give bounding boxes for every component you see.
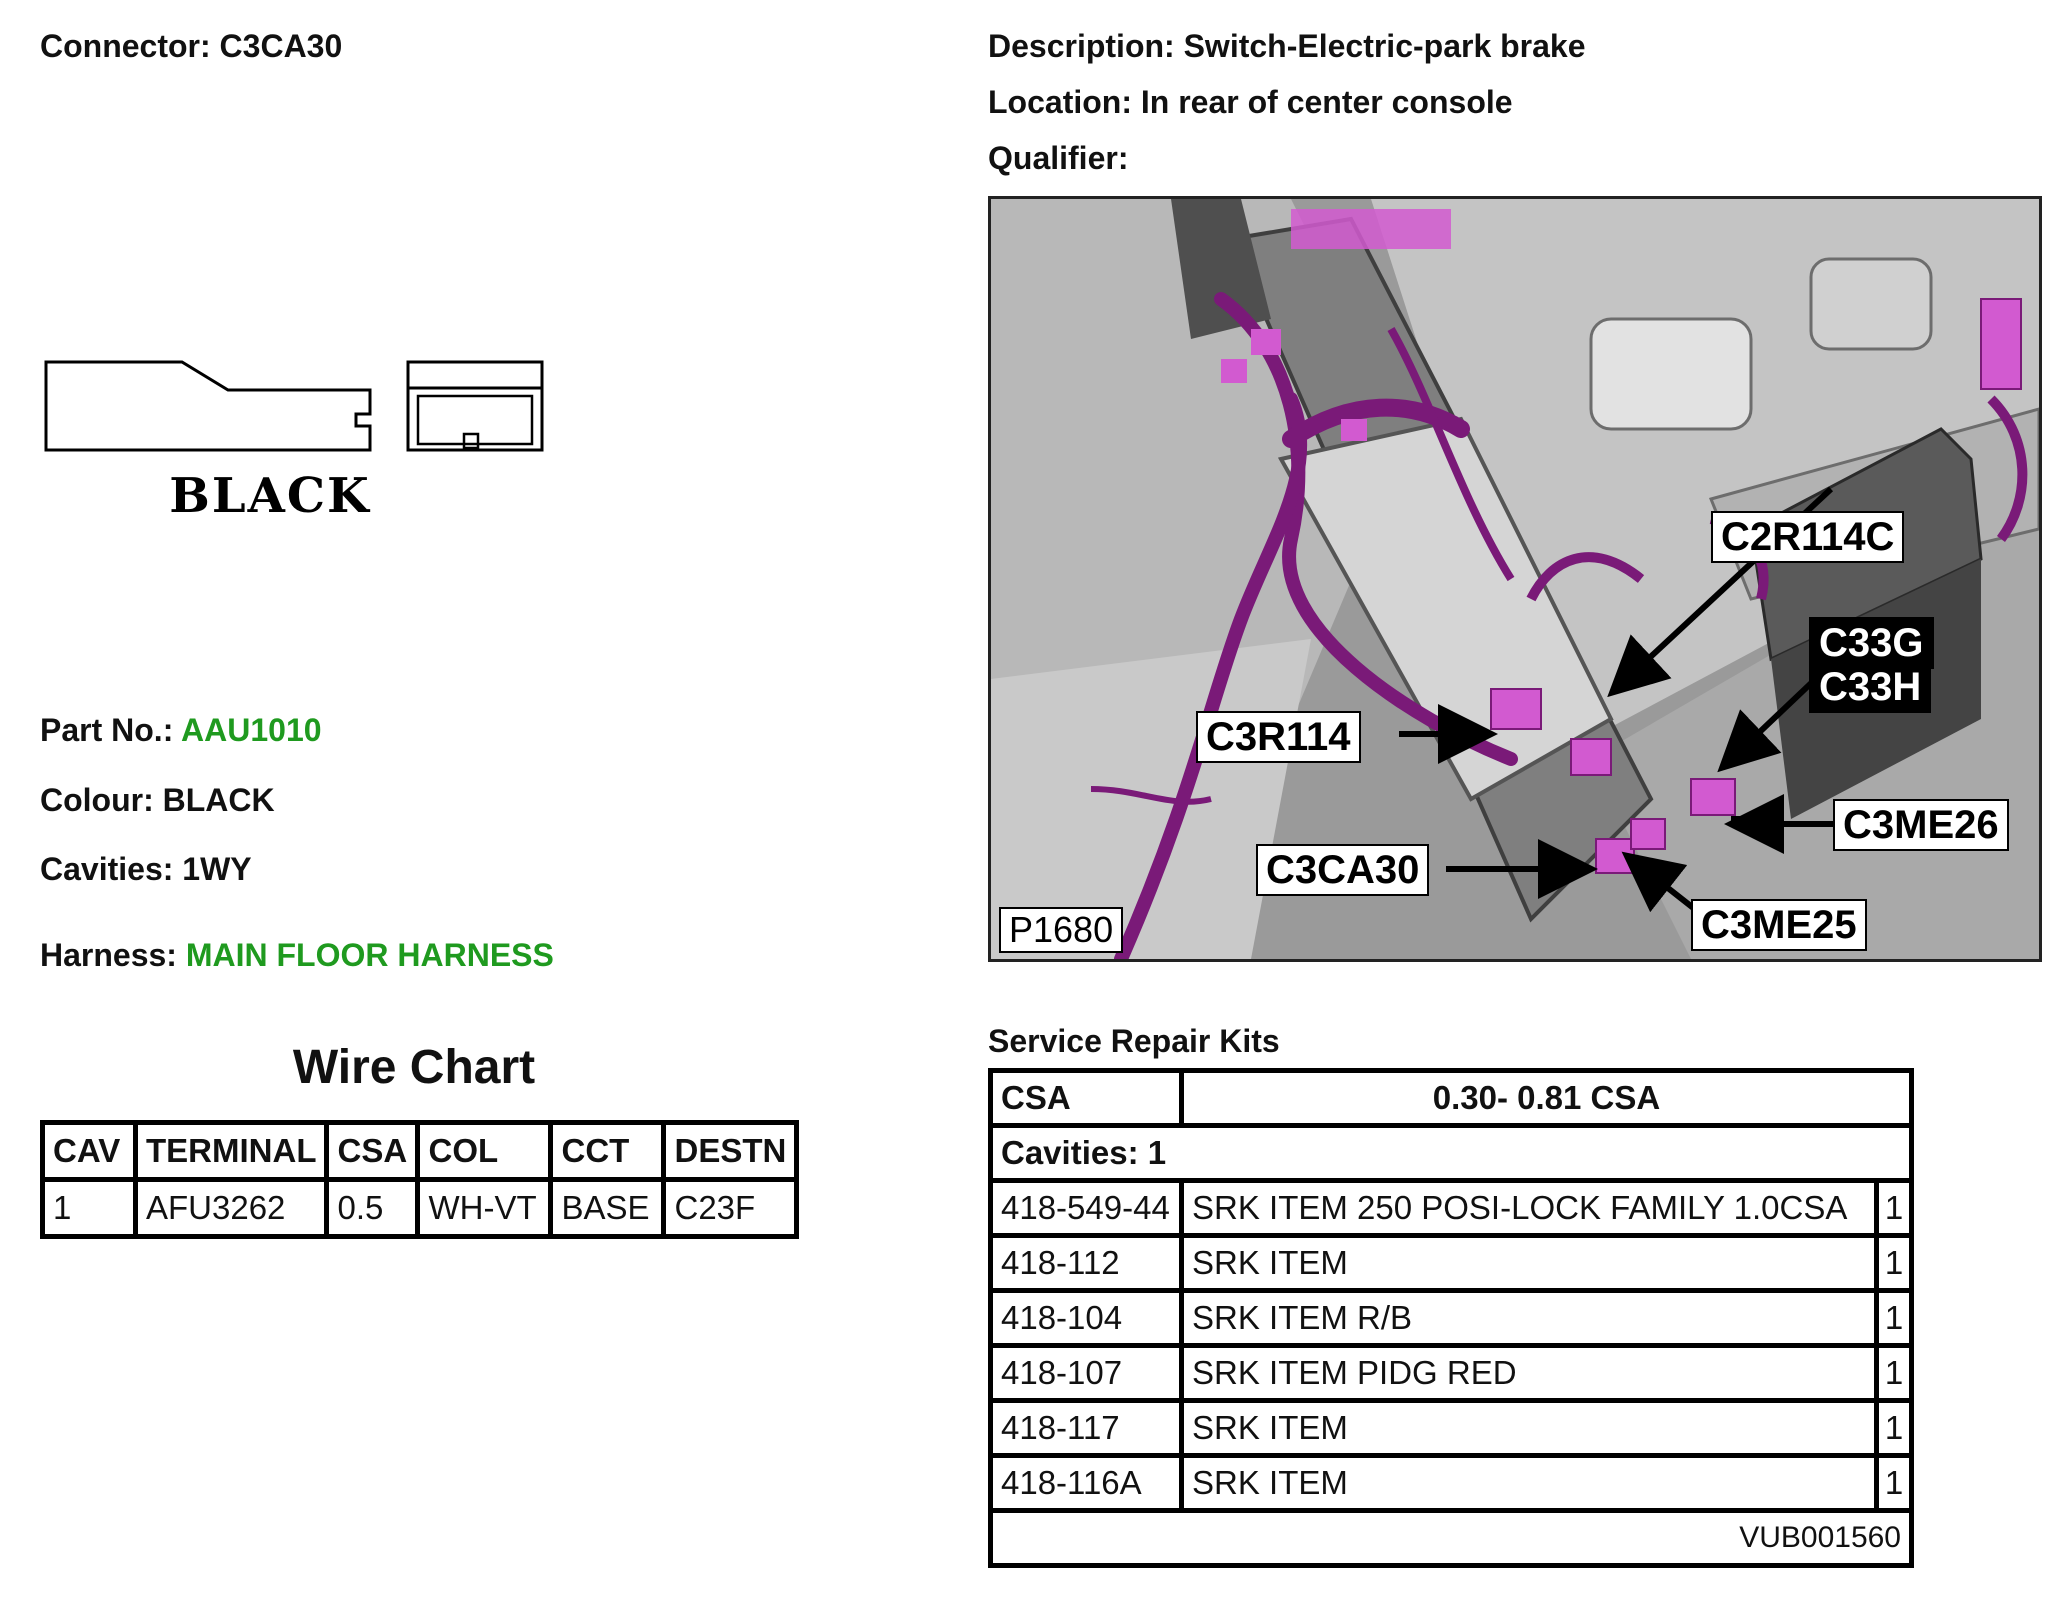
harness-label: Harness: xyxy=(40,937,177,973)
qualifier-label: Qualifier: xyxy=(988,140,1129,176)
callout-c3ca30: C3CA30 xyxy=(1256,844,1430,896)
srk-item: SRK ITEM xyxy=(1179,1233,1879,1293)
srk-qty: 1 xyxy=(1874,1398,1914,1458)
table-row: 418-107 SRK ITEM PIDG RED 1 xyxy=(988,1343,1914,1403)
cavities-row: Cavities: 1WY xyxy=(40,851,252,888)
connector-face-inner xyxy=(416,394,534,446)
srk-item: SRK ITEM xyxy=(1179,1398,1879,1458)
table-row: 418-116A SRK ITEM 1 xyxy=(988,1453,1914,1513)
connector-label: Connector: xyxy=(40,28,211,64)
table-row: 418-549-44 SRK ITEM 250 POSI-LOCK FAMILY… xyxy=(988,1178,1914,1238)
wire-header-csa: CSA xyxy=(324,1120,421,1182)
photo-id: P1680 xyxy=(999,907,1124,953)
srk-item: SRK ITEM 250 POSI-LOCK FAMILY 1.0CSA xyxy=(1179,1178,1879,1238)
connector-drawing: BLACK xyxy=(44,360,544,524)
connector-heading: Connector: C3CA30 xyxy=(40,28,342,65)
wire-header-cct: CCT xyxy=(548,1120,667,1182)
location-label: Location: xyxy=(988,84,1132,120)
cavities-value: 1WY xyxy=(182,851,252,887)
description-value: Switch-Electric-park brake xyxy=(1183,28,1586,64)
srk-qty: 1 xyxy=(1874,1233,1914,1293)
callout-c33g: C33G xyxy=(1809,617,1934,669)
srk-part-number: 418-104 xyxy=(988,1288,1184,1348)
harness-value[interactable]: MAIN FLOOR HARNESS xyxy=(185,937,554,973)
wire-cell-cav: 1 xyxy=(40,1177,138,1239)
callout-c3me25: C3ME25 xyxy=(1691,899,1867,951)
srk-item: SRK ITEM R/B xyxy=(1179,1288,1879,1348)
part-no-row: Part No.: AAU1010 xyxy=(40,712,322,749)
table-row: 418-117 SRK ITEM 1 xyxy=(988,1398,1914,1458)
srk-qty: 1 xyxy=(1874,1343,1914,1403)
srk-qty: 1 xyxy=(1874,1453,1914,1513)
description-row: Description: Switch-Electric-park brake xyxy=(988,28,1586,65)
wire-cell-destn: C23F xyxy=(661,1177,800,1239)
srk-qty: 1 xyxy=(1874,1178,1914,1238)
description-label: Description: xyxy=(988,28,1175,64)
wire-cell-col: WH-VT xyxy=(415,1177,554,1239)
wire-header-terminal: TERMINAL xyxy=(132,1120,330,1182)
connector-key xyxy=(462,432,480,450)
callout-c3r114: C3R114 xyxy=(1196,711,1361,763)
part-no-value[interactable]: AAU1010 xyxy=(181,712,322,748)
srk-csa-row: CSA 0.30- 0.81 CSA xyxy=(988,1068,1914,1128)
srk-footer-code: VUB001560 xyxy=(988,1508,1914,1568)
srk-footer-row: VUB001560 xyxy=(988,1508,1914,1568)
srk-item: SRK ITEM xyxy=(1179,1453,1879,1513)
wire-cell-csa: 0.5 xyxy=(324,1177,421,1239)
drawing-colour-text: BLACK xyxy=(169,468,371,524)
srk-part-number: 418-107 xyxy=(988,1343,1184,1403)
wire-cell-terminal: AFU3262 xyxy=(132,1177,330,1239)
service-repair-kits-title: Service Repair Kits xyxy=(988,1023,1280,1059)
location-photo: C2R114C C33G C33H C3R114 C3ME26 C3CA30 C… xyxy=(988,196,2042,962)
srk-part-number: 418-112 xyxy=(988,1233,1184,1293)
wire-header-col: COL xyxy=(415,1120,554,1182)
srk-cavities: Cavities: 1 xyxy=(988,1123,1914,1183)
colour-row: Colour: BLACK xyxy=(40,782,275,819)
connector-value: C3CA30 xyxy=(219,28,343,64)
location-value: In rear of center console xyxy=(1140,84,1513,120)
harness-row: Harness: MAIN FLOOR HARNESS xyxy=(40,937,554,974)
srk-csa-value: 0.30- 0.81 CSA xyxy=(1179,1068,1914,1128)
srk-item: SRK ITEM PIDG RED xyxy=(1179,1343,1879,1403)
table-row: 1 AFU3262 0.5 WH-VT BASE C23F xyxy=(40,1177,800,1239)
service-repair-kits-table: CSA 0.30- 0.81 CSA Cavities: 1 418-549-4… xyxy=(988,1068,1914,1568)
srk-part-number: 418-116A xyxy=(988,1453,1184,1513)
colour-value: BLACK xyxy=(162,782,275,818)
table-row: 418-104 SRK ITEM R/B 1 xyxy=(988,1288,1914,1348)
connector-face-outline xyxy=(406,360,544,452)
wire-cell-cct: BASE xyxy=(548,1177,667,1239)
colour-label: Colour: xyxy=(40,782,154,818)
callout-c3me26: C3ME26 xyxy=(1833,799,2009,851)
location-row: Location: In rear of center console xyxy=(988,84,1513,121)
wire-chart-header-row: CAV TERMINAL CSA COL CCT DESTN xyxy=(40,1120,800,1182)
wire-chart-title: Wire Chart xyxy=(292,1041,536,1094)
part-no-label: Part No.: xyxy=(40,712,174,748)
srk-qty: 1 xyxy=(1874,1288,1914,1348)
wire-header-cav: CAV xyxy=(40,1120,138,1182)
cavities-label: Cavities: xyxy=(40,851,174,887)
srk-csa-label: CSA xyxy=(988,1068,1184,1128)
srk-cavities-row: Cavities: 1 xyxy=(988,1123,1914,1183)
callout-c2r114c: C2R114C xyxy=(1711,511,1905,563)
callout-c33h: C33H xyxy=(1809,661,1932,713)
table-row: 418-112 SRK ITEM 1 xyxy=(988,1233,1914,1293)
wire-chart-table: CAV TERMINAL CSA COL CCT DESTN 1 AFU3262… xyxy=(40,1120,800,1239)
srk-part-number: 418-117 xyxy=(988,1398,1184,1458)
srk-part-number: 418-549-44 xyxy=(988,1178,1184,1238)
connector-side-outline xyxy=(44,360,372,452)
wire-header-destn: DESTN xyxy=(661,1120,800,1182)
qualifier-row: Qualifier: xyxy=(988,140,1128,177)
